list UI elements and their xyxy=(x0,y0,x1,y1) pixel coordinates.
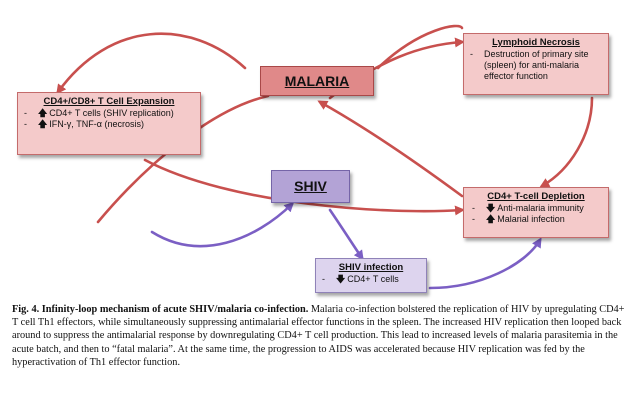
shiv-infection-box: SHIV infection - 🡇CD4+ T cells xyxy=(315,258,427,293)
shiv-infection-title: SHIV infection xyxy=(338,262,404,273)
down-arrow-icon: 🡇 xyxy=(486,203,496,213)
malaria-box: MALARIA xyxy=(260,66,374,96)
arrow-infection-to-depletion xyxy=(428,237,542,290)
expansion-item-2: - 🡅IFN-γ, TNF-α (necrosis) xyxy=(24,119,144,129)
arrow-malaria-to-expansion xyxy=(56,32,247,95)
caption-label: Fig. 4. xyxy=(12,304,40,315)
depletion-title: CD4+ T-cell Depletion xyxy=(487,191,585,202)
depletion-item-1: - 🡇Anti-malaria immunity xyxy=(472,203,584,213)
arrow-expansion-to-depletion xyxy=(143,158,465,216)
expansion-item-2-text: IFN-γ, TNF-α (necrosis) xyxy=(49,119,144,129)
arrow-expansion-to-shiv xyxy=(150,201,295,248)
depletion-item-2: - 🡅Malarial infection xyxy=(472,214,565,224)
depletion-box: CD4+ T-cell Depletion - 🡇Anti-malaria im… xyxy=(463,187,609,238)
depletion-item-2-text: Malarial infection xyxy=(497,214,565,224)
caption-text: Malaria co-infection bolstered the repli… xyxy=(12,304,625,368)
expansion-item-1-text: CD4+ T cells (SHIV replication) xyxy=(49,108,174,118)
expansion-box: CD4+/CD8+ T Cell Expansion - 🡅CD4+ T cel… xyxy=(17,92,201,155)
necrosis-item-1: - Destruction of primary site (spleen) f… xyxy=(470,49,589,81)
up-arrow-icon: 🡅 xyxy=(486,214,496,224)
arrow-depletion-to-malaria xyxy=(317,100,464,198)
expansion-title: CD4+/CD8+ T Cell Expansion xyxy=(43,96,175,107)
up-arrow-icon: 🡅 xyxy=(38,108,48,118)
expansion-item-1: - 🡅CD4+ T cells (SHIV replication) xyxy=(24,108,174,118)
shiv-infection-item-1: - 🡇CD4+ T cells xyxy=(322,274,399,284)
necrosis-title: Lymphoid Necrosis xyxy=(492,37,580,48)
arrow-malaria-top-to-necrosis xyxy=(376,24,464,70)
caption-title: Infinity-loop mechanism of acute SHIV/ma… xyxy=(41,304,309,315)
shiv-label: SHIV xyxy=(294,178,327,194)
malaria-label: MALARIA xyxy=(284,73,350,89)
necrosis-box: Lymphoid Necrosis - Destruction of prima… xyxy=(463,33,609,95)
arrow-necrosis-to-depletion xyxy=(539,96,594,188)
figure-caption: Fig. 4. Infinity-loop mechanism of acute… xyxy=(12,303,628,369)
up-arrow-icon: 🡅 xyxy=(38,119,48,129)
down-arrow-icon: 🡇 xyxy=(336,274,346,284)
necrosis-item-1-text: Destruction of primary site (spleen) for… xyxy=(484,49,589,81)
shiv-box: SHIV xyxy=(271,170,350,203)
arrow-shiv-to-infection xyxy=(328,208,364,261)
shiv-infection-item-1-text: CD4+ T cells xyxy=(347,274,399,284)
depletion-item-1-text: Anti-malaria immunity xyxy=(497,203,584,213)
